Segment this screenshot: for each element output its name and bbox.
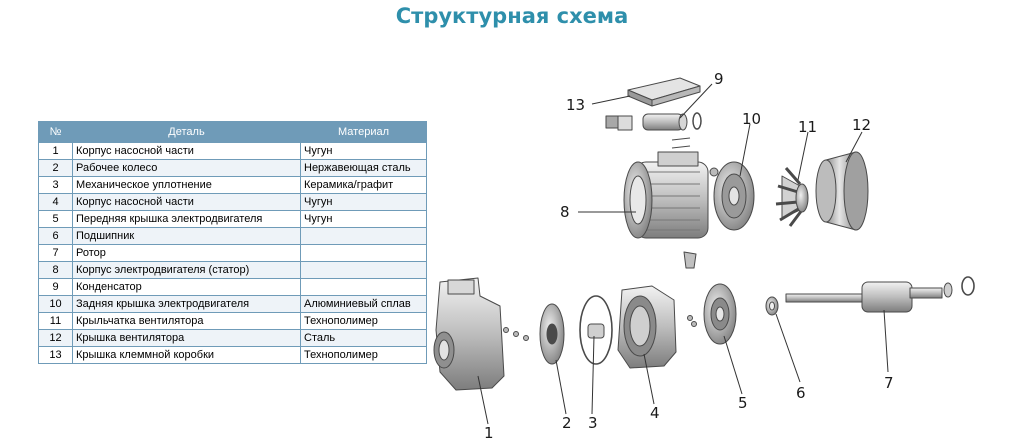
table-row: 13 Крышка клеммной коробки Технополимер [38,346,427,364]
table-row: 3 Механическое уплотнение Керамика/графи… [38,176,427,194]
row-part: Передняя крышка электродвигателя [72,210,301,228]
table-row: 7 Ротор [38,244,427,262]
row-number: 4 [38,193,73,211]
terminal-box-cover-shape [627,77,701,107]
pump-casing-shape [433,277,505,391]
table-header-row: № Деталь Материал [38,121,427,143]
row-material: Чугун [300,193,427,211]
callout-10: 10 [742,110,761,128]
callout-11: 11 [798,118,817,136]
row-material: Сталь [300,329,427,347]
callout-5: 5 [738,394,748,412]
row-number: 10 [38,295,73,313]
rotor-shape [785,276,975,313]
row-material: Нержавеющая сталь [300,159,427,177]
pump-body-bracket-shape [617,285,677,369]
motor-housing-shape [623,137,719,269]
row-part: Подшипник [72,227,301,245]
callout-4: 4 [650,404,660,422]
callout-2: 2 [562,414,572,432]
fan-impeller-shape [775,167,809,227]
callout-3: 3 [588,414,598,432]
row-material: Технополимер [300,346,427,364]
row-part: Механическое уплотнение [72,176,301,194]
row-number: 6 [38,227,73,245]
row-part: Задняя крышка электродвигателя [72,295,301,313]
table-row: 4 Корпус насосной части Чугун [38,193,427,211]
callout-12: 12 [852,116,871,134]
capacitor-shape [642,112,702,131]
callout-7: 7 [884,374,894,392]
table-row: 5 Передняя крышка электродвигателя Чугун [38,210,427,228]
table-row: 12 Крышка вентилятора Сталь [38,329,427,347]
parts-table: № Деталь Материал 1 Корпус насосной част… [38,121,427,364]
row-material [300,227,427,245]
row-number: 13 [38,346,73,364]
terminal-block-shape [605,115,633,131]
fan-cover-shape [815,151,869,231]
fasteners-shape [503,315,697,341]
mechanical-seal-shape [579,295,613,365]
callout-1: 1 [484,424,494,442]
table-row: 11 Крыльчатка вентилятора Технополимер [38,312,427,330]
table-row: 6 Подшипник [38,227,427,245]
impeller-shape [539,303,565,365]
callout-8: 8 [560,203,570,221]
leader-lines [477,83,889,425]
page-title: Структурная схема [395,4,629,28]
header-material: Материал [300,121,427,143]
row-part: Крышка вентилятора [72,329,301,347]
row-material: Технополимер [300,312,427,330]
callout-9: 9 [714,70,724,88]
row-number: 2 [38,159,73,177]
header-part: Деталь [72,121,301,143]
rear-motor-cover-shape [713,161,755,231]
callout-6: 6 [796,384,806,402]
row-part: Крышка клеммной коробки [72,346,301,364]
front-motor-cover-shape [703,283,737,345]
row-part: Корпус насосной части [72,193,301,211]
row-part: Корпус электродвигателя (статор) [72,261,301,279]
bearing-shape [765,296,779,316]
table-row: 8 Корпус электродвигателя (статор) [38,261,427,279]
callout-13: 13 [566,96,585,114]
